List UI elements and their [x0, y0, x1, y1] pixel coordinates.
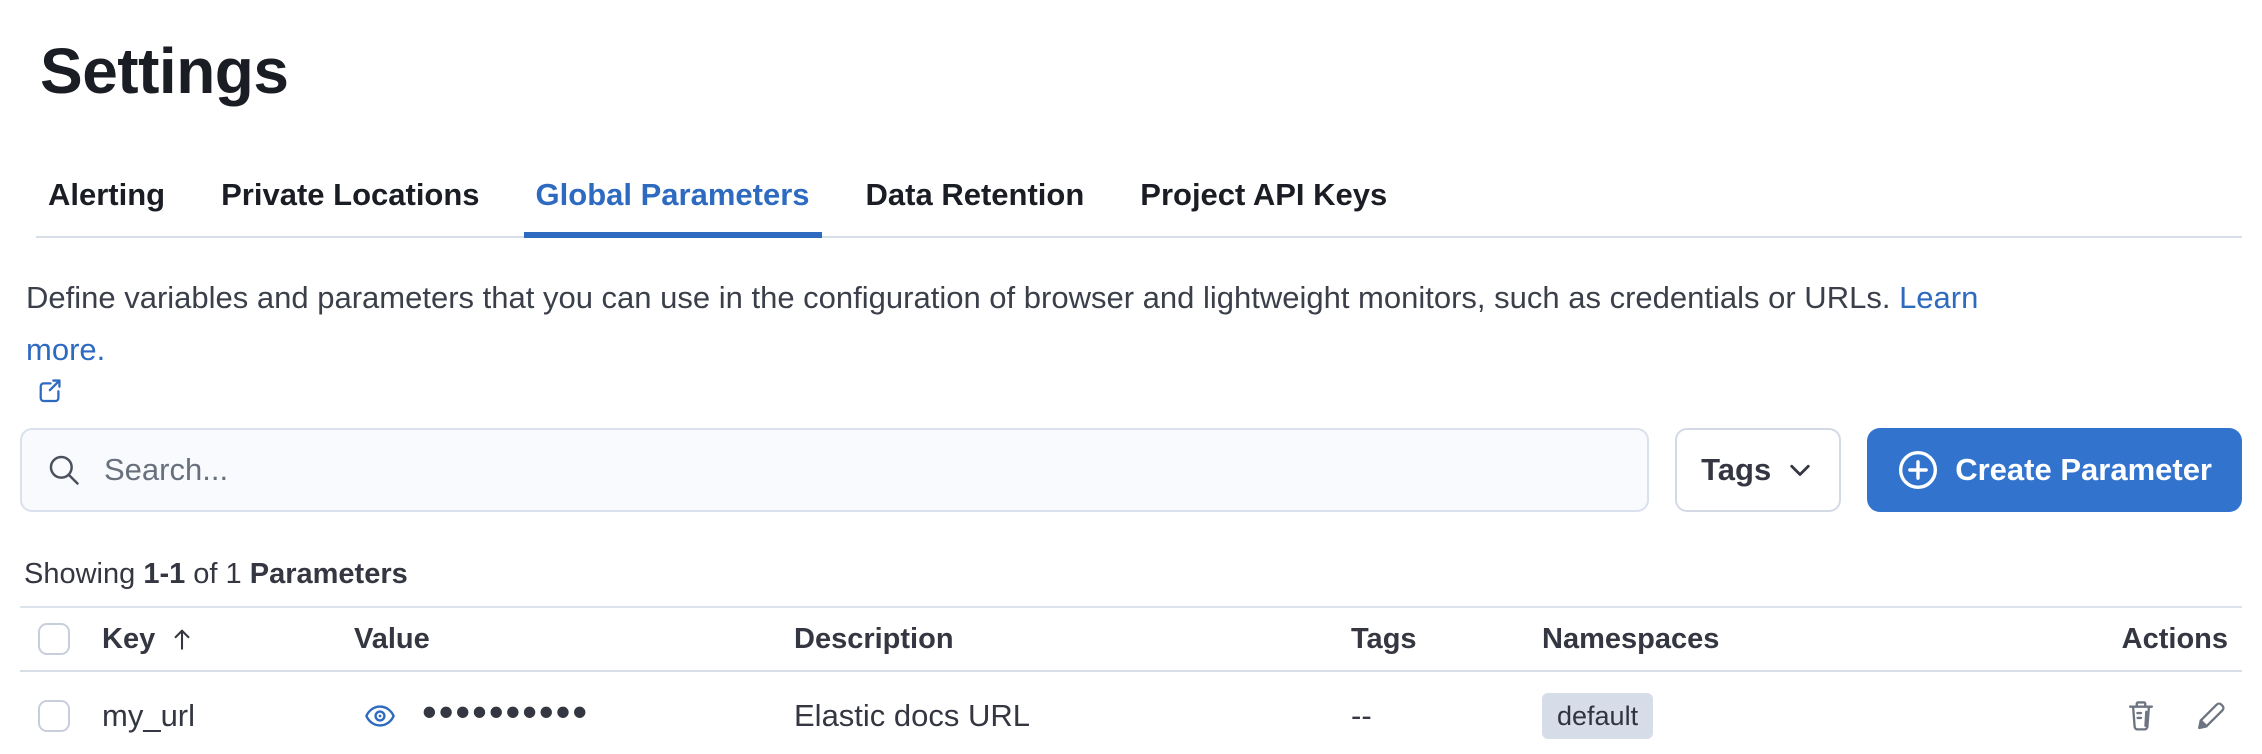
page-description: Define variables and parameters that you… [26, 272, 2236, 404]
column-header-value: Value [354, 622, 430, 655]
tab-alerting[interactable]: Alerting [48, 177, 166, 212]
column-header-namespaces: Namespaces [1542, 622, 1720, 655]
column-header-description: Description [794, 622, 954, 655]
column-header-tags: Tags [1351, 622, 1417, 655]
tab-private-locations[interactable]: Private Locations [221, 177, 480, 212]
parameters-table: Key Value Description Tags Namespaces Ac… [20, 606, 2242, 754]
masked-value: •••••••••• [422, 688, 590, 735]
chevron-down-icon [1790, 464, 1810, 476]
search-input[interactable] [104, 452, 1624, 488]
sort-ascending-icon [174, 629, 190, 650]
table-header-row: Key Value Description Tags Namespaces Ac… [20, 608, 2242, 672]
create-parameter-button[interactable]: Create Parameter [1867, 428, 2242, 512]
search-icon [49, 455, 79, 485]
parameter-description: Elastic docs URL [794, 698, 1031, 733]
parameter-tags: -- [1351, 698, 1372, 733]
results-summary: Showing 1-1 of 1 Parameters [24, 558, 408, 590]
column-header-actions: Actions [2121, 622, 2228, 655]
trash-icon [2128, 701, 2154, 731]
tags-filter-button[interactable]: Tags [1675, 428, 1842, 512]
row-checkbox[interactable] [38, 700, 70, 732]
select-all-checkbox[interactable] [38, 623, 70, 655]
settings-tabs: Alerting Private Locations Global Parame… [36, 178, 2242, 238]
tab-global-parameters[interactable]: Global Parameters [523, 178, 822, 238]
page-title: Settings [40, 35, 289, 107]
settings-page: Settings Alerting Private Locations Glob… [0, 34, 2262, 754]
delete-parameter-button[interactable] [2124, 699, 2158, 733]
eye-icon [365, 705, 395, 727]
edit-parameter-button[interactable] [2194, 699, 2228, 733]
namespace-badge: default [1542, 693, 1654, 739]
tab-project-api-keys[interactable]: Project API Keys [1140, 177, 1388, 212]
column-header-key[interactable]: Key [94, 623, 354, 656]
pencil-icon [2198, 702, 2225, 730]
external-link-icon [39, 379, 61, 403]
plus-in-circle-icon [1899, 450, 1938, 490]
parameter-key: my_url [102, 698, 196, 733]
tab-data-retention[interactable]: Data Retention [865, 177, 1085, 212]
description-text: Define variables and parameters that you… [26, 280, 1891, 315]
search-box [20, 428, 1650, 512]
table-row: my_url •••••••••• Elastic docs URL -- de… [20, 672, 2242, 754]
toolbar: Tags Create Parameter [20, 428, 2242, 512]
reveal-value-button[interactable] [364, 700, 396, 732]
